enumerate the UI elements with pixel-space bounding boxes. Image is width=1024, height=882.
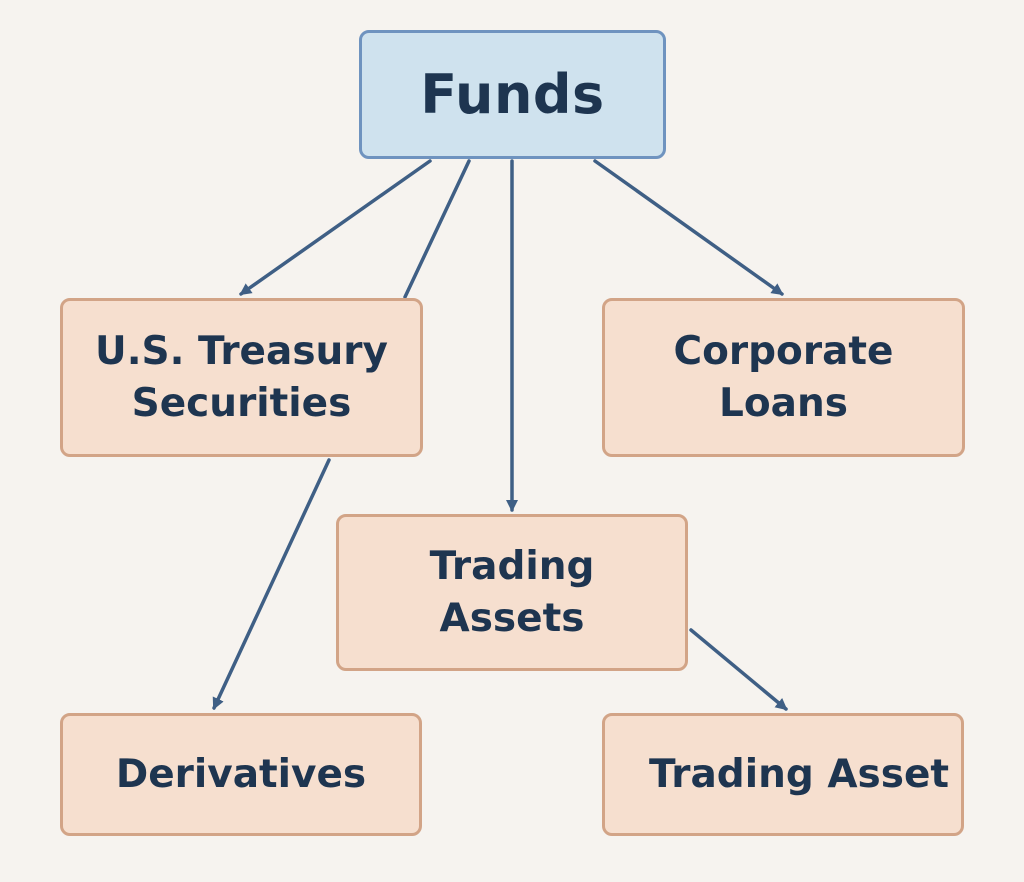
arrow-treasury-to-derivatives <box>212 458 331 710</box>
us-treasury-securities-label-line1: U.S. Treasury <box>95 328 388 374</box>
trading-asset-node: Trading Asset <box>602 713 964 836</box>
arrow-trading-assets-to-trading-asset <box>689 628 788 711</box>
arrow-funds-to-treasury <box>239 159 432 296</box>
derivatives-label: Derivatives <box>115 751 367 797</box>
trading-assets-node: Trading Assets <box>336 514 688 671</box>
corporate-loans-label-line2: Loans <box>719 380 848 426</box>
trading-assets-label-line2: Assets <box>439 595 585 641</box>
funds-node: Funds <box>359 30 666 159</box>
us-treasury-securities-label-line2: Securities <box>131 380 352 426</box>
arrow-funds-to-corporate-loans <box>593 159 784 296</box>
funds-label: Funds <box>420 63 605 126</box>
trading-asset-label: Trading Asset <box>648 751 950 797</box>
connector-funds-to-treasury-branch <box>403 159 471 299</box>
derivatives-node: Derivatives <box>60 713 422 836</box>
trading-assets-label-line1: Trading <box>429 543 595 589</box>
corporate-loans-label-line1: Corporate <box>673 328 894 374</box>
corporate-loans-node: Corporate Loans <box>602 298 965 457</box>
us-treasury-securities-node: U.S. Treasury Securities <box>60 298 423 457</box>
